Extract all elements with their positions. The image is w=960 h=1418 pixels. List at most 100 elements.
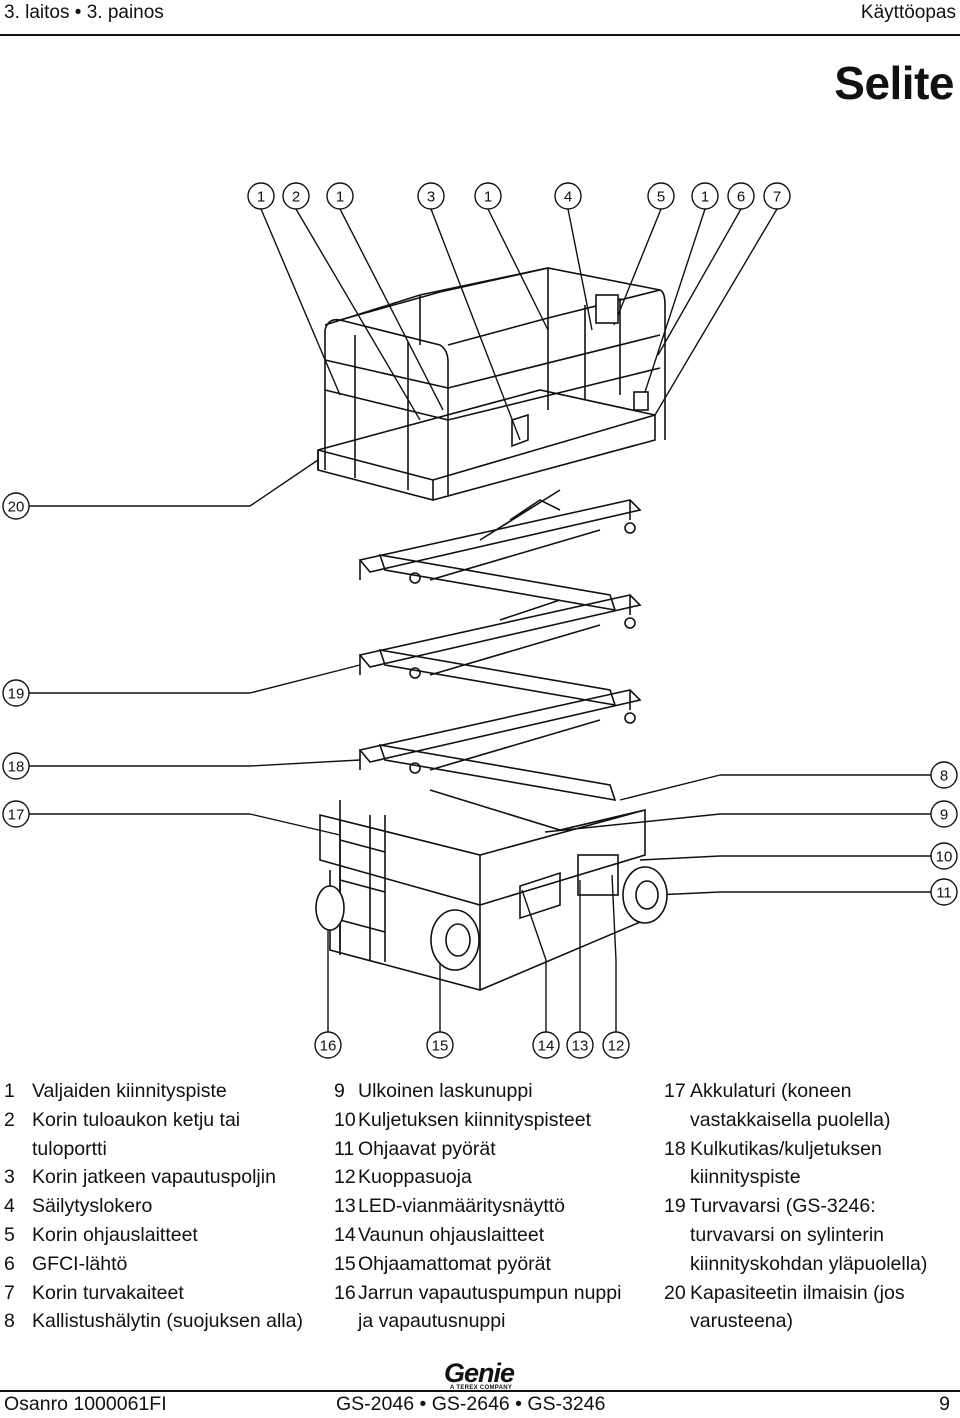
legend-item-number: 13: [334, 1195, 356, 1218]
legend-item-number: 16: [334, 1281, 356, 1304]
callout-number: 12: [608, 1038, 625, 1055]
legend-item-text: GFCI-lähtö: [32, 1252, 128, 1275]
callout-marker: 3: [417, 182, 445, 210]
callout-marker: 16: [314, 1031, 342, 1059]
leader-line: [657, 208, 742, 356]
page-title: Selite: [834, 57, 954, 109]
callout-number: 11: [936, 885, 952, 902]
callout-number: 15: [432, 1038, 449, 1055]
legend-item-number: 9: [334, 1080, 345, 1102]
wheels: [315, 866, 668, 971]
header-rule: [0, 34, 960, 36]
callout-number: 9: [940, 807, 948, 824]
footer-models: GS-2046 • GS-2646 • GS-3246: [336, 1393, 606, 1415]
legend-item-number: 19: [664, 1195, 686, 1218]
callout-number: 19: [8, 686, 25, 703]
scissor-lift-drawing: [317, 267, 666, 991]
callout-marker: 7: [763, 182, 791, 210]
legend-item-number: 5: [4, 1223, 15, 1246]
callout-marker: 1: [247, 182, 275, 210]
callout-number: 7: [773, 189, 781, 206]
leader-line: [260, 208, 341, 396]
logo-tagline: A TEREX COMPANY: [450, 1385, 513, 1391]
legend-item-text: Akkulaturi (koneen vastakkaisella puolel…: [690, 1080, 891, 1131]
logo-wordmark: Genie: [444, 1358, 515, 1388]
footer-rule: [0, 1390, 960, 1392]
legend-item-text: Korin jatkeen vapautuspoljin: [32, 1166, 276, 1189]
legend-item: 1 Valjaiden kiinnityspiste: [4, 1077, 304, 1106]
callout-marker: 4: [554, 182, 582, 210]
leader-line: [611, 874, 617, 961]
legend-item-text: Kuljetuksen kiinnityspisteet: [358, 1108, 592, 1131]
leader-line: [430, 208, 521, 441]
callout-marker: 14: [532, 1031, 560, 1059]
legend-item-text: Jarrun vapautuspumpun nuppi ja vapautusn…: [358, 1281, 622, 1333]
leader-line: [613, 208, 662, 326]
legend-item-text: Korin turvakaiteet: [32, 1281, 184, 1304]
callout-marker: 1: [474, 182, 502, 210]
leader-line: [639, 855, 721, 861]
callout-number: 10: [936, 849, 953, 866]
callout-number: 14: [538, 1038, 555, 1055]
callout-marker: 10: [930, 842, 958, 870]
callout-number: 1: [484, 189, 492, 206]
legend-item-text: LED-vianmääritysnäyttö: [358, 1195, 565, 1218]
legend-item-number: 14: [334, 1223, 356, 1246]
callout-number: 18: [8, 759, 25, 776]
callout-number: 16: [320, 1038, 337, 1055]
leader-line: [249, 759, 361, 767]
legend-item-number: 1: [4, 1080, 15, 1102]
genie-logo: Genie A TEREX COMPANY: [444, 1358, 516, 1392]
legend-item-text: Valjaiden kiinnityspiste: [32, 1080, 227, 1102]
callout-number: 17: [8, 807, 25, 824]
leader-line: [487, 208, 549, 331]
legend-item-text: Kulkutikas/kuljetuksen kiinnityspiste: [690, 1137, 882, 1189]
callout-marker: 8: [930, 761, 958, 789]
legend-item: 2 Korin tuloaukon ketju tai tuloportti: [4, 1106, 304, 1164]
legend-item-number: 11: [334, 1137, 355, 1160]
legend-item-number: 17: [664, 1080, 686, 1102]
callout-number: 2: [292, 189, 300, 206]
header-manual-title: Käyttöopas: [860, 2, 956, 23]
callout-marker: 11: [930, 878, 958, 906]
legend-item-number: 18: [664, 1137, 686, 1160]
callout-number: 1: [701, 189, 709, 206]
legend-item-number: 10: [334, 1108, 356, 1131]
leader-line: [249, 813, 341, 836]
leader-line: [654, 208, 778, 416]
callout-leader-lines: [29, 208, 931, 1032]
callout-marker: 18: [2, 752, 30, 780]
callout-marker: 19: [2, 679, 30, 707]
callout-marker: 13: [566, 1031, 594, 1059]
legend-item-number: 8: [4, 1310, 15, 1333]
callout-marker: 17: [2, 800, 30, 828]
footer-part-number: Osanro 1000061FI: [4, 1393, 167, 1415]
legend-item-text: Turvavarsi (GS-3246: turvavarsi on sylin…: [690, 1195, 928, 1275]
legend-item-text: Ohjaamattomat pyörät: [358, 1252, 551, 1275]
callout-marker: 1: [326, 182, 354, 210]
legend-item-text: Korin tuloaukon ketju tai tuloportti: [32, 1108, 241, 1160]
leader-line: [249, 459, 319, 507]
leader-line: [339, 208, 444, 411]
callout-marker: 15: [426, 1031, 454, 1059]
callout-marker: 6: [727, 182, 755, 210]
legend-item-number: 2: [4, 1108, 15, 1131]
callout-marker: 1: [691, 182, 719, 210]
